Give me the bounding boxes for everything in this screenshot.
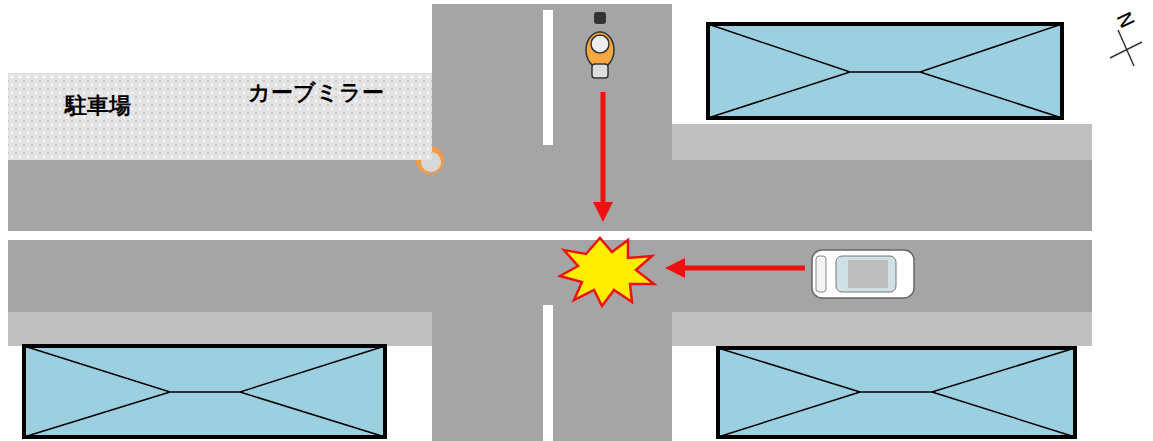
north-arrow	[1110, 30, 1142, 66]
travel-arrow	[675, 266, 805, 271]
north-label: N	[1111, 8, 1139, 32]
center-line	[543, 305, 553, 441]
building	[708, 24, 1062, 118]
vertical-road	[432, 4, 672, 441]
center-line	[543, 10, 553, 145]
callout-label: カーブミラー	[248, 78, 384, 108]
building	[24, 346, 385, 437]
travel-arrow	[601, 92, 606, 212]
car	[812, 250, 914, 298]
sidewalk	[672, 124, 1092, 160]
collision-mark	[560, 238, 654, 306]
sidewalk	[672, 312, 1092, 346]
sidewalk	[8, 312, 432, 346]
center-line	[8, 231, 1092, 240]
building	[718, 348, 1075, 437]
area-label: 駐車場	[65, 91, 131, 121]
motorcycle	[586, 12, 614, 78]
